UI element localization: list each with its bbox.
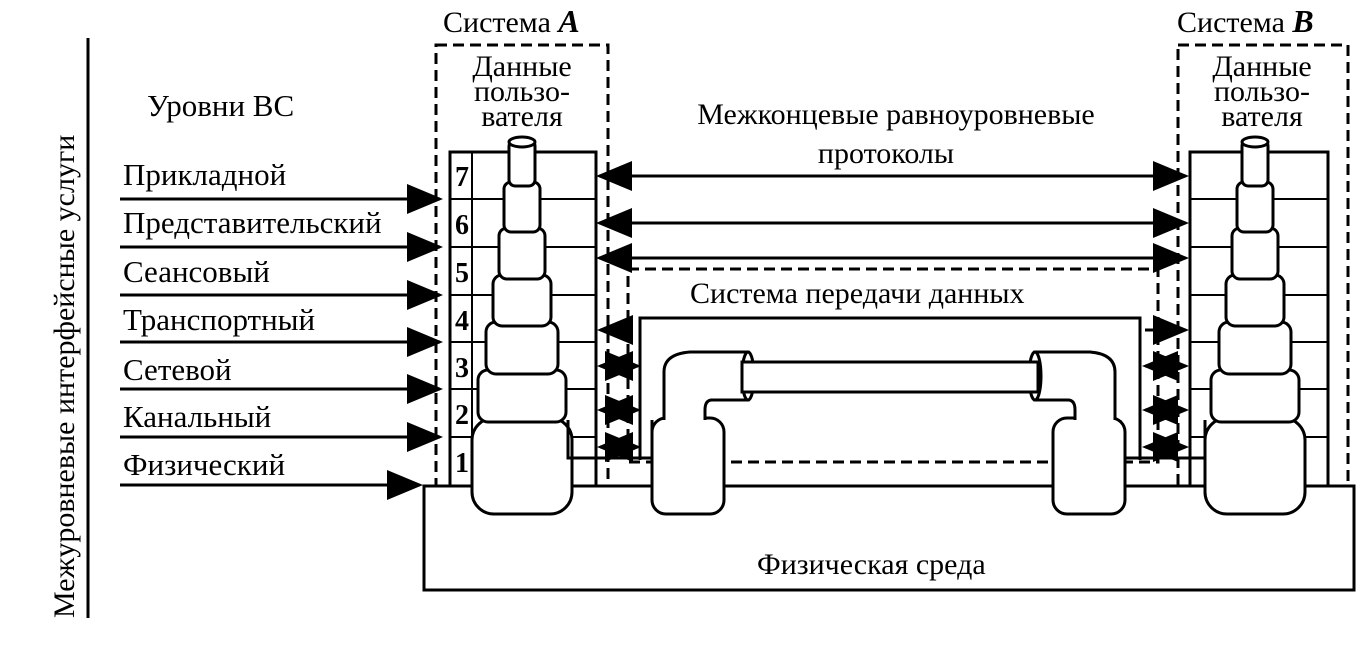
system-a-cylinder: [470, 135, 574, 516]
lower-layer-arrows: [597, 315, 1189, 462]
data-transfer-label: Система передачи данных: [690, 277, 1025, 310]
system-a-num-7: 7: [455, 162, 469, 193]
peer-protocol-arrows: [596, 161, 1189, 273]
layer-name-3: Сетевой: [123, 352, 232, 387]
interface-arrows: [120, 184, 443, 500]
network-node-left: [566, 350, 756, 516]
system-a-num-3: 3: [455, 353, 469, 384]
system-b-title: Система B: [1177, 3, 1314, 39]
system-b-userdata-2: пользо-: [1214, 75, 1310, 108]
system-b-cylinder: [1203, 135, 1307, 516]
layer-name-1: Физический: [123, 447, 285, 482]
system-a-num-6: 6: [455, 210, 469, 241]
layer-name-5: Сеансовый: [123, 254, 270, 289]
layer-name-2: Канальный: [123, 399, 271, 434]
system-b: Система B Данные пользо- вателя: [1176, 3, 1350, 516]
system-b-boundary: [1176, 43, 1350, 488]
layer-name-4: Транспортный: [123, 302, 315, 337]
peer-protocols-line2: протоколы: [818, 137, 954, 170]
system-a-num-4: 4: [455, 306, 469, 337]
system-a-num-2: 2: [455, 400, 469, 431]
layer-name-7: Прикладной: [123, 157, 286, 192]
system-a-title: Система A: [443, 3, 580, 39]
vertical-label: Межуровневые интерфейсные услуги: [48, 135, 81, 618]
layer-name-6: Представительский: [123, 205, 382, 240]
peer-protocols-line1: Межконцевые равноуровневые: [697, 98, 1095, 131]
physical-medium-box: [422, 484, 1356, 592]
data-transfer-frame: [638, 316, 1142, 460]
system-b-userdata-1: Данные: [1212, 50, 1311, 83]
system-a: Система A Данные пользо- вателя 7 6 5 4 …: [434, 3, 610, 516]
physical-medium-label: Физическая среда: [757, 548, 986, 581]
system-a-userdata-1: Данные: [472, 50, 571, 83]
levels-heading: Уровни ВС: [147, 88, 294, 123]
system-b-userdata-3: вателя: [1221, 100, 1303, 133]
system-a-num-1: 1: [455, 448, 469, 479]
system-a-num-5: 5: [455, 258, 469, 289]
transmission-pipe: [740, 360, 1040, 394]
system-a-userdata-3: вателя: [481, 100, 563, 133]
system-a-userdata-2: пользо-: [474, 75, 570, 108]
